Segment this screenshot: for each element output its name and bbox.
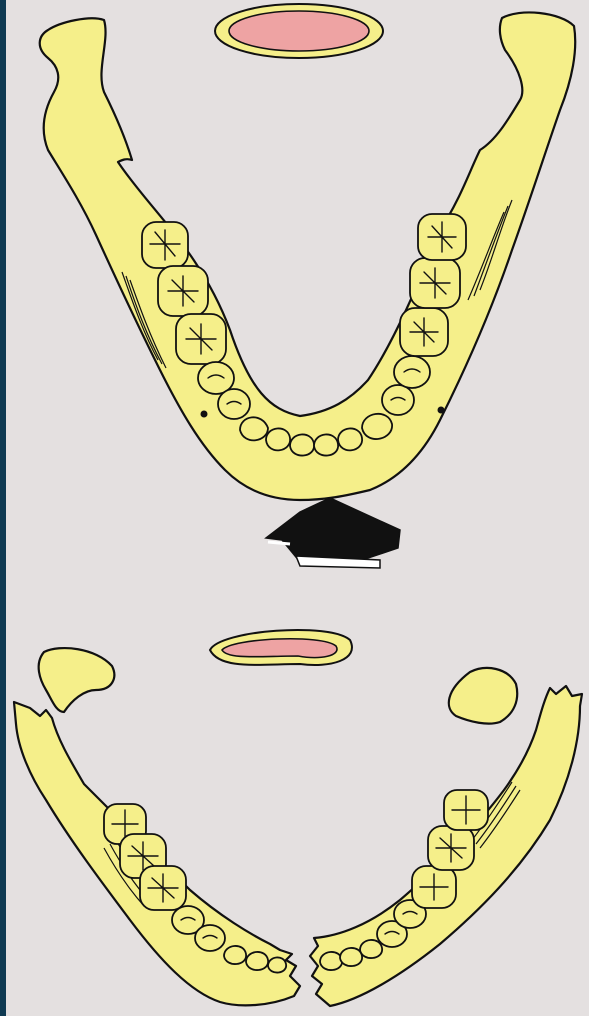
fractured-mandible	[14, 630, 582, 1006]
impact-arrow-icon	[266, 498, 400, 568]
intact-foramen-left	[201, 411, 208, 418]
hyoid-ring-top	[215, 4, 383, 58]
right-condyle-fragment	[449, 668, 517, 724]
left-condyle-fragment	[39, 648, 115, 712]
intact-mandible-bone	[40, 12, 576, 500]
intact-mandible	[40, 4, 576, 568]
intact-foramen-right	[438, 407, 445, 414]
hyoid-ring-bottom	[210, 630, 352, 665]
